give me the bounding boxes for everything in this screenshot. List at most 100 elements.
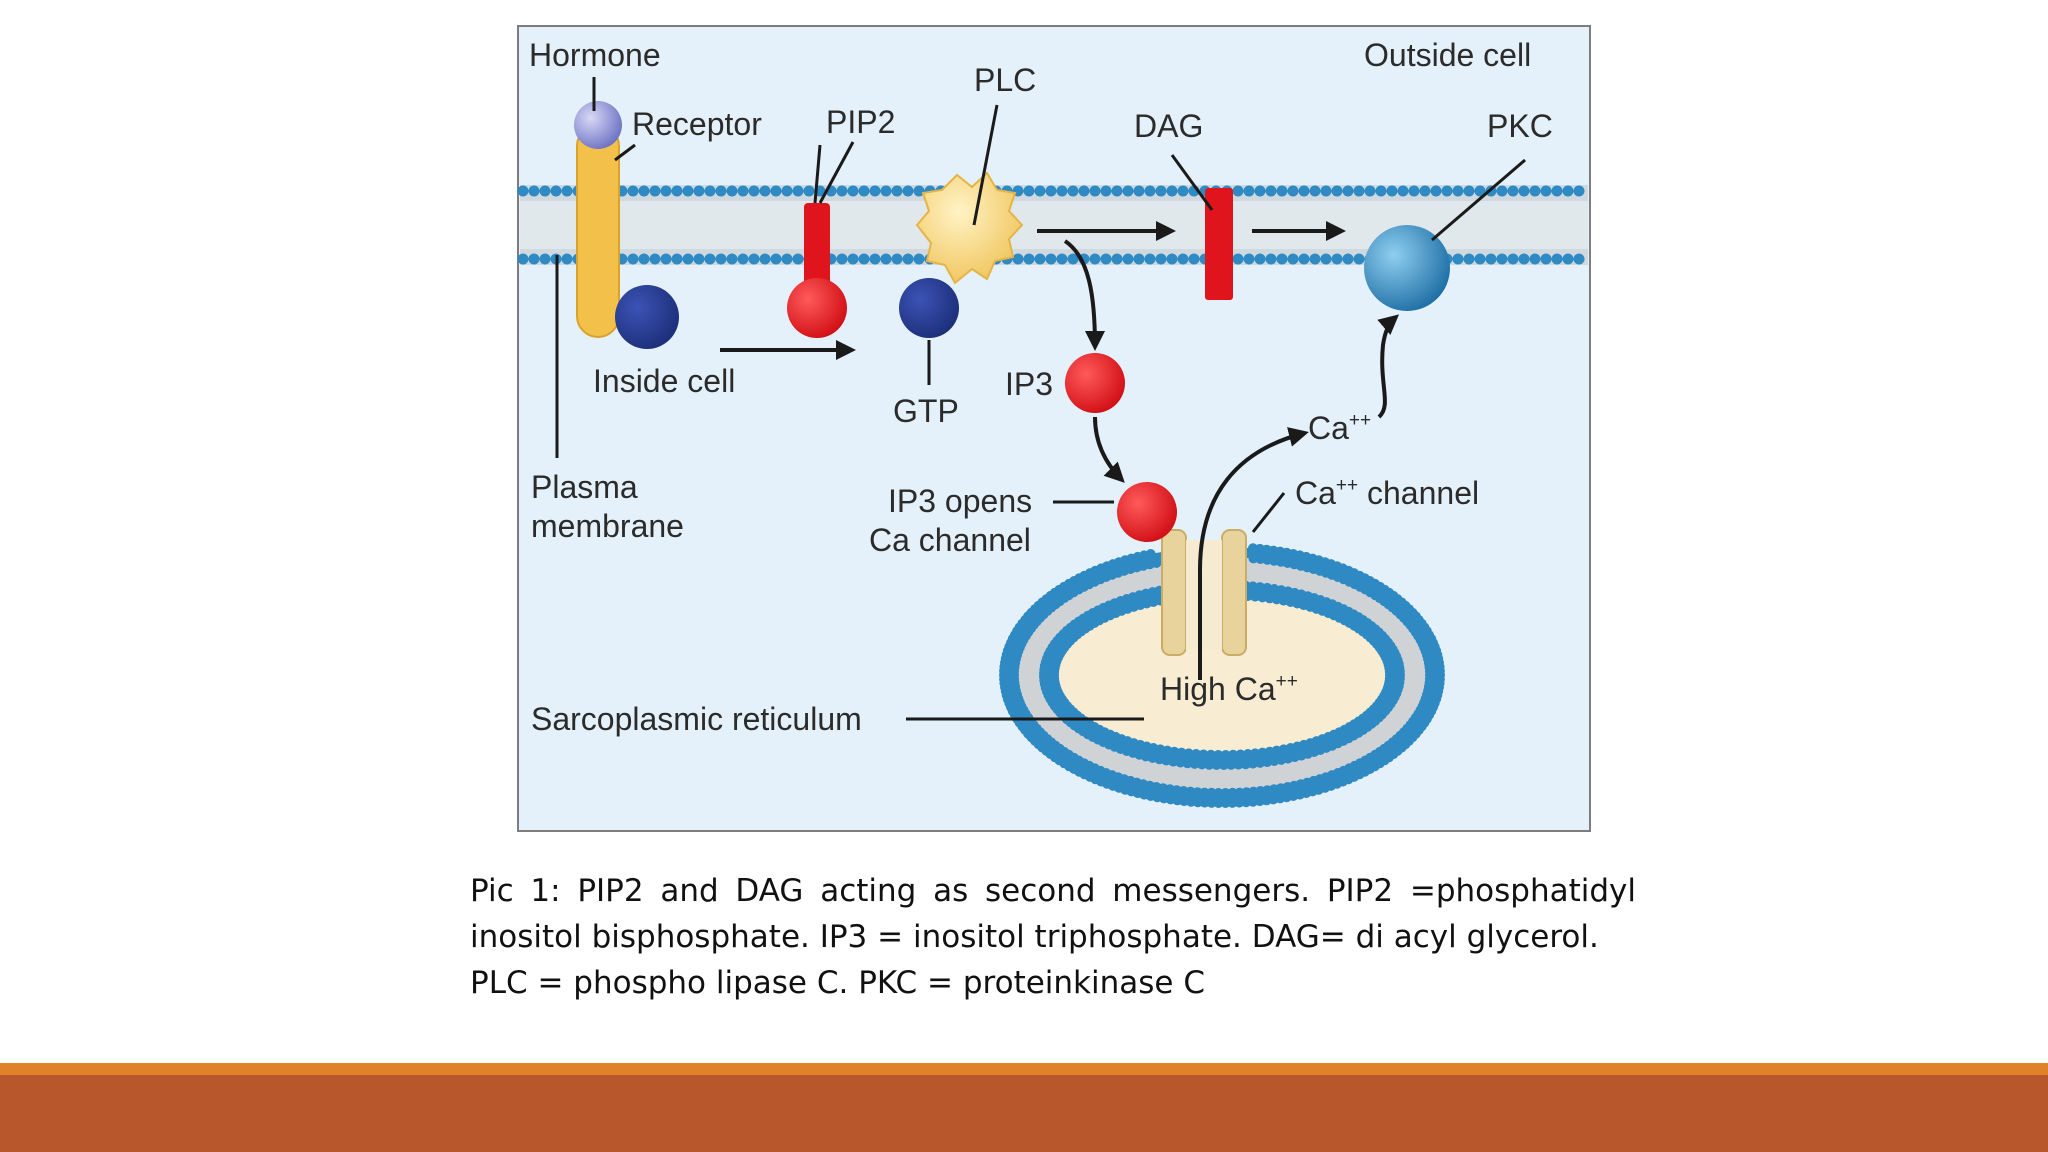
- lipid-head: [737, 253, 749, 265]
- lipid-head: [792, 185, 804, 197]
- lipid-head: [704, 185, 716, 197]
- pkc-enzyme: [1364, 225, 1450, 311]
- lipid-head: [1353, 253, 1365, 265]
- lipid-head: [1573, 185, 1585, 197]
- lipid-head: [902, 185, 914, 197]
- lipid-head: [1247, 758, 1258, 769]
- lipid-head: [1205, 749, 1216, 760]
- lipid-head: [792, 253, 804, 265]
- lipid-head: [737, 185, 749, 197]
- lipid-head: [1247, 581, 1258, 592]
- lipid-head: [1189, 758, 1200, 769]
- lipid-head: [1111, 253, 1123, 265]
- lipid-head: [561, 253, 573, 265]
- lipid-head: [1254, 185, 1266, 197]
- lipid-head: [1227, 797, 1238, 808]
- lipid-head: [847, 253, 859, 265]
- label-high-ca: High Ca++: [1160, 671, 1298, 707]
- lipid-head: [1133, 185, 1145, 197]
- lipid-head: [1100, 253, 1112, 265]
- footer-band: [0, 1075, 2048, 1152]
- lipid-head: [693, 185, 705, 197]
- lipid-head: [1242, 749, 1253, 759]
- lipid-head: [1507, 253, 1519, 265]
- lipid-head: [1227, 787, 1238, 798]
- label-gtp: GTP: [893, 393, 959, 429]
- lipid-head: [1255, 757, 1266, 768]
- lipid-head: [836, 253, 848, 265]
- lipid-head: [759, 185, 771, 197]
- ip3-bound-channel: [1117, 482, 1177, 542]
- label-inside-cell: Inside cell: [593, 363, 735, 399]
- lipid-head: [1309, 253, 1321, 265]
- lipid-head: [517, 185, 529, 197]
- lipid-head: [561, 185, 573, 197]
- lipid-head: [1434, 665, 1445, 676]
- lipid-head: [891, 185, 903, 197]
- lipid-head: [759, 253, 771, 265]
- lipid-head: [1213, 788, 1224, 798]
- lipid-head: [858, 185, 870, 197]
- lipid-head: [726, 185, 738, 197]
- lipid-head: [1211, 760, 1222, 770]
- lipid-head: [1424, 666, 1435, 676]
- lipid-head: [1155, 253, 1167, 265]
- lipid-head: [1188, 253, 1200, 265]
- lipid-head: [528, 185, 540, 197]
- lipid-head: [550, 185, 562, 197]
- lipid-head: [1056, 185, 1068, 197]
- lipid-head: [1408, 185, 1420, 197]
- lipid-head: [1474, 185, 1486, 197]
- lipid-head: [704, 253, 716, 265]
- label-ca-channel-2: Ca channel: [869, 522, 1031, 558]
- lipid-head: [1067, 253, 1079, 265]
- lipid-head: [1562, 185, 1574, 197]
- label-plc: PLC: [974, 62, 1036, 98]
- lipid-head: [1265, 185, 1277, 197]
- lipid-head: [1177, 185, 1189, 197]
- label-ca-channel: Ca++ channel: [1295, 475, 1479, 511]
- lipid-head: [1441, 185, 1453, 197]
- lipid-head: [1177, 253, 1189, 265]
- lipid-head: [1463, 185, 1475, 197]
- lipid-head: [1240, 759, 1251, 770]
- lipid-head: [1133, 253, 1145, 265]
- lipid-head: [539, 253, 551, 265]
- lipid-head: [1452, 185, 1464, 197]
- lipid-head: [528, 253, 540, 265]
- lipid-head: [1573, 253, 1585, 265]
- lipid-head: [1540, 253, 1552, 265]
- lipid-head: [671, 253, 683, 265]
- lipid-head: [1204, 759, 1215, 770]
- lipid-head: [1089, 253, 1101, 265]
- pip2-molecule: [787, 203, 847, 338]
- lipid-head: [891, 253, 903, 265]
- lipid-head: [1320, 253, 1332, 265]
- lipid-head: [1331, 185, 1343, 197]
- lipid-head: [902, 253, 914, 265]
- lipid-head: [1496, 185, 1508, 197]
- g-protein-plc: [899, 278, 959, 338]
- sarcoplasmic-reticulum: [999, 543, 1445, 808]
- lipid-head: [1287, 185, 1299, 197]
- lipid-head: [1100, 185, 1112, 197]
- lipid-head: [1309, 185, 1321, 197]
- lipid-head: [1232, 185, 1244, 197]
- lipid-head: [1463, 253, 1475, 265]
- label-ip3: IP3: [1005, 366, 1053, 402]
- lipid-head: [1213, 750, 1224, 760]
- lipid-head: [1220, 798, 1231, 808]
- lipid-head: [627, 253, 639, 265]
- sr-lipid-heads: [999, 543, 1445, 808]
- lipid-head: [1089, 185, 1101, 197]
- label-receptor: Receptor: [632, 106, 762, 142]
- receptor: [576, 124, 620, 338]
- label-ca: Ca++: [1308, 410, 1371, 446]
- lipid-head: [1386, 185, 1398, 197]
- lipid-head: [1228, 749, 1239, 760]
- lipid-head: [1419, 185, 1431, 197]
- lipid-head: [1213, 798, 1224, 808]
- lipid-head: [836, 185, 848, 197]
- lipid-head: [638, 185, 650, 197]
